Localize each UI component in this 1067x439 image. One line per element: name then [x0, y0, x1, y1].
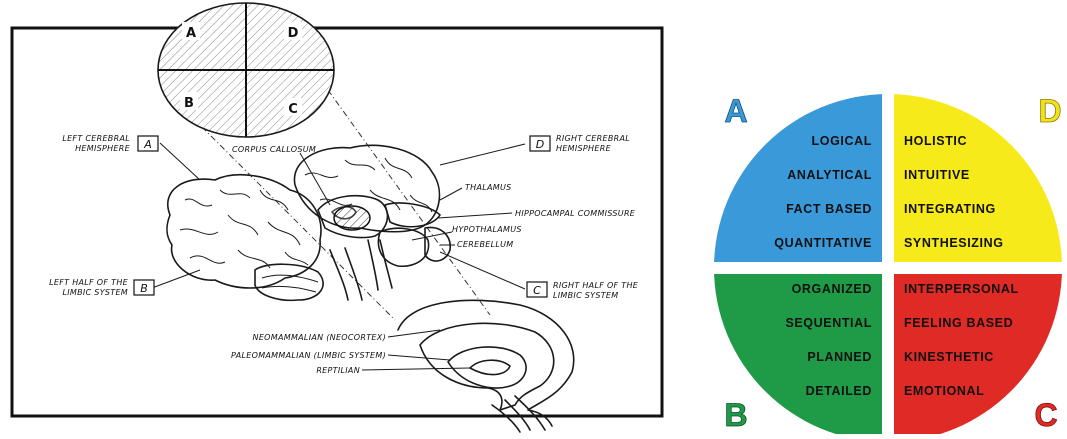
label-right-cerebral-2: HEMISPHERE — [556, 144, 612, 153]
label-cerebellum: CEREBELLUM — [457, 240, 513, 249]
quadrant-a-word: ANALYTICAL — [787, 168, 872, 182]
quadrant-c-word: KINESTHETIC — [904, 350, 994, 364]
circle-letter-c: C — [288, 102, 298, 117]
label-left-limbic-1: LEFT HALF OF THE — [49, 278, 128, 287]
circle-letter-d: D — [288, 26, 299, 41]
label-paleomammalian: PALEOMAMMALIAN (LIMBIC SYSTEM) — [231, 351, 386, 360]
whole-brain-model: A D B C LOGICAL ANALYTICAL FACT BASED QU… — [710, 90, 1066, 434]
quadrant-a-word: LOGICAL — [812, 134, 872, 148]
label-corpus-callosum: CORPUS CALLOSUM — [232, 145, 316, 154]
quadrant-b-word: DETAILED — [806, 384, 872, 398]
quadrant-d-word: HOLISTIC — [904, 134, 967, 148]
corner-letter-d: D — [1038, 93, 1061, 129]
label-left-cerebral-1: LEFT CEREBRAL — [62, 134, 130, 143]
box-b-letter: B — [140, 282, 148, 295]
circle-letter-b: B — [184, 96, 194, 111]
quadrant-d-word: INTEGRATING — [904, 202, 996, 216]
quadrant-c-word: FEELING BASED — [904, 316, 1013, 330]
circle-letter-a: A — [186, 26, 196, 41]
box-d-letter: D — [536, 138, 544, 151]
label-hippocampal-commissure: HIPPOCAMPAL COMMISSURE — [515, 209, 636, 218]
quadrant-c-word: INTERPERSONAL — [904, 282, 1019, 296]
label-left-cerebral-2: HEMISPHERE — [75, 144, 131, 153]
label-left-limbic-2: LIMBIC SYSTEM — [63, 288, 128, 297]
quadrant-circle: A D B C — [158, 3, 334, 137]
quadrant-b-word: SEQUENTIAL — [785, 316, 872, 330]
quadrant-b-word: ORGANIZED — [792, 282, 872, 296]
label-right-limbic-1: RIGHT HALF OF THE — [553, 281, 639, 290]
quadrant-a-word: QUANTITATIVE — [774, 236, 872, 250]
quadrant-a-word: FACT BASED — [786, 202, 872, 216]
label-reptilian: REPTILIAN — [316, 366, 360, 375]
box-d: D — [530, 136, 550, 151]
box-b: B — [134, 280, 154, 295]
box-a: A — [138, 136, 158, 151]
label-neomammalian: NEOMAMMALIAN (NEOCORTEX) — [253, 333, 386, 342]
corner-letter-a: A — [724, 93, 747, 129]
box-a-letter: A — [143, 138, 152, 151]
brain-illustration: A D B C — [12, 3, 662, 432]
box-c-letter: C — [533, 284, 541, 297]
corner-letter-b: B — [724, 397, 747, 433]
quadrant-c-word: EMOTIONAL — [904, 384, 984, 398]
corner-letter-c: C — [1034, 397, 1057, 433]
quadrant-d-word: SYNTHESIZING — [904, 236, 1004, 250]
quadrant-b-word: PLANNED — [807, 350, 872, 364]
label-thalamus: THALAMUS — [465, 183, 512, 192]
box-c: C — [527, 282, 547, 297]
label-right-cerebral-1: RIGHT CEREBRAL — [556, 134, 630, 143]
label-hypothalamus: HYPOTHALAMUS — [452, 225, 522, 234]
label-right-limbic-2: LIMBIC SYSTEM — [553, 291, 618, 300]
quadrant-d-word: INTUITIVE — [904, 168, 970, 182]
